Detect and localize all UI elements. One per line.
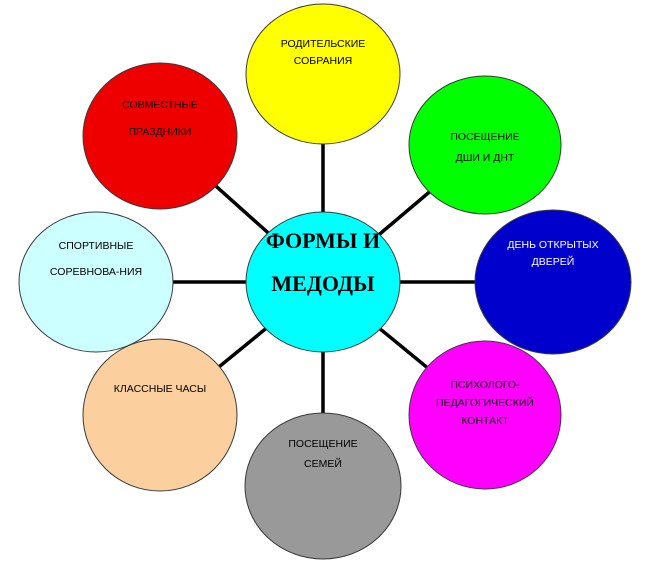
node-label-psych-contact: КОНТАКТ	[461, 415, 509, 427]
node-label-visit-schools: ПОСЕЩЕНИЕ	[450, 131, 519, 143]
node-class-hours: КЛАССНЫЕ ЧАСЫ	[82, 338, 238, 492]
node-joint-holidays: СОВМЕСТНЫЕ ПРАЗДНИКИ	[82, 62, 238, 210]
node-label-visit-schools: ДШИ И ДНТ	[456, 152, 515, 164]
node-label-family-visits: СЕМЕЙ	[304, 457, 342, 470]
node-label-psych-contact: ПЕДАГОГИЧЕСКИЙ	[436, 396, 534, 409]
node-ellipse-parent-meetings	[245, 3, 401, 145]
node-open-doors-day: ДЕНЬ ОТКРЫТЫХ ДВЕРЕЙ	[474, 209, 632, 355]
node-label-class-hours: КЛАССНЫЕ ЧАСЫ	[114, 383, 206, 395]
node-label-parent-meetings: СОБРАНИЯ	[294, 55, 352, 67]
node-label-joint-holidays: СОВМЕСТНЫЕ	[122, 99, 198, 111]
node-ellipse-sports-competitions	[18, 211, 174, 353]
node-ellipse-open-doors-day	[474, 209, 632, 355]
node-sports-competitions: СПОРТИВНЫЕ СОРЕВНОВА-НИЯ	[18, 211, 174, 353]
node-family-visits: ПОСЕЩЕНИЕ СЕМЕЙ	[244, 412, 402, 560]
node-ellipse-psych-contact	[408, 340, 562, 490]
node-label-sports-competitions: СОРЕВНОВА-НИЯ	[50, 266, 142, 278]
node-ellipse-joint-holidays	[82, 62, 238, 210]
node-parent-meetings: РОДИТЕЛЬСКИЕ СОБРАНИЯ	[245, 3, 401, 145]
node-label-parent-meetings: РОДИТЕЛЬСКИЕ	[281, 38, 366, 50]
node-label-psych-contact: ПСИХОЛОГО-	[450, 379, 520, 391]
node-ellipse-family-visits	[244, 412, 402, 560]
center-title: МЕДОДЫ	[271, 271, 375, 296]
node-label-open-doors-day: ДВЕРЕЙ	[532, 255, 575, 268]
node-label-joint-holidays: ПРАЗДНИКИ	[129, 126, 192, 138]
node-label-sports-competitions: СПОРТИВНЫЕ	[59, 240, 134, 252]
node-psych-contact: ПСИХОЛОГО- ПЕДАГОГИЧЕСКИЙ КОНТАКТ	[408, 340, 562, 490]
diagram-nodes: РОДИТЕЛЬСКИЕ СОБРАНИЯ ПОСЕЩЕНИЕ ДШИ И ДНТ ДЕ…	[18, 3, 632, 560]
center-ellipse	[245, 211, 401, 353]
node-ellipse-class-hours	[82, 338, 238, 492]
node-label-family-visits: ПОСЕЩЕНИЕ	[288, 438, 357, 450]
node-visit-schools: ПОСЕЩЕНИЕ ДШИ И ДНТ	[408, 75, 562, 215]
center-title: ФОРМЫ И	[266, 228, 380, 253]
center-node: ФОРМЫ И МЕДОДЫ	[245, 211, 401, 353]
node-label-open-doors-day: ДЕНЬ ОТКРЫТЫХ	[507, 239, 598, 251]
node-ellipse-visit-schools	[408, 75, 562, 215]
